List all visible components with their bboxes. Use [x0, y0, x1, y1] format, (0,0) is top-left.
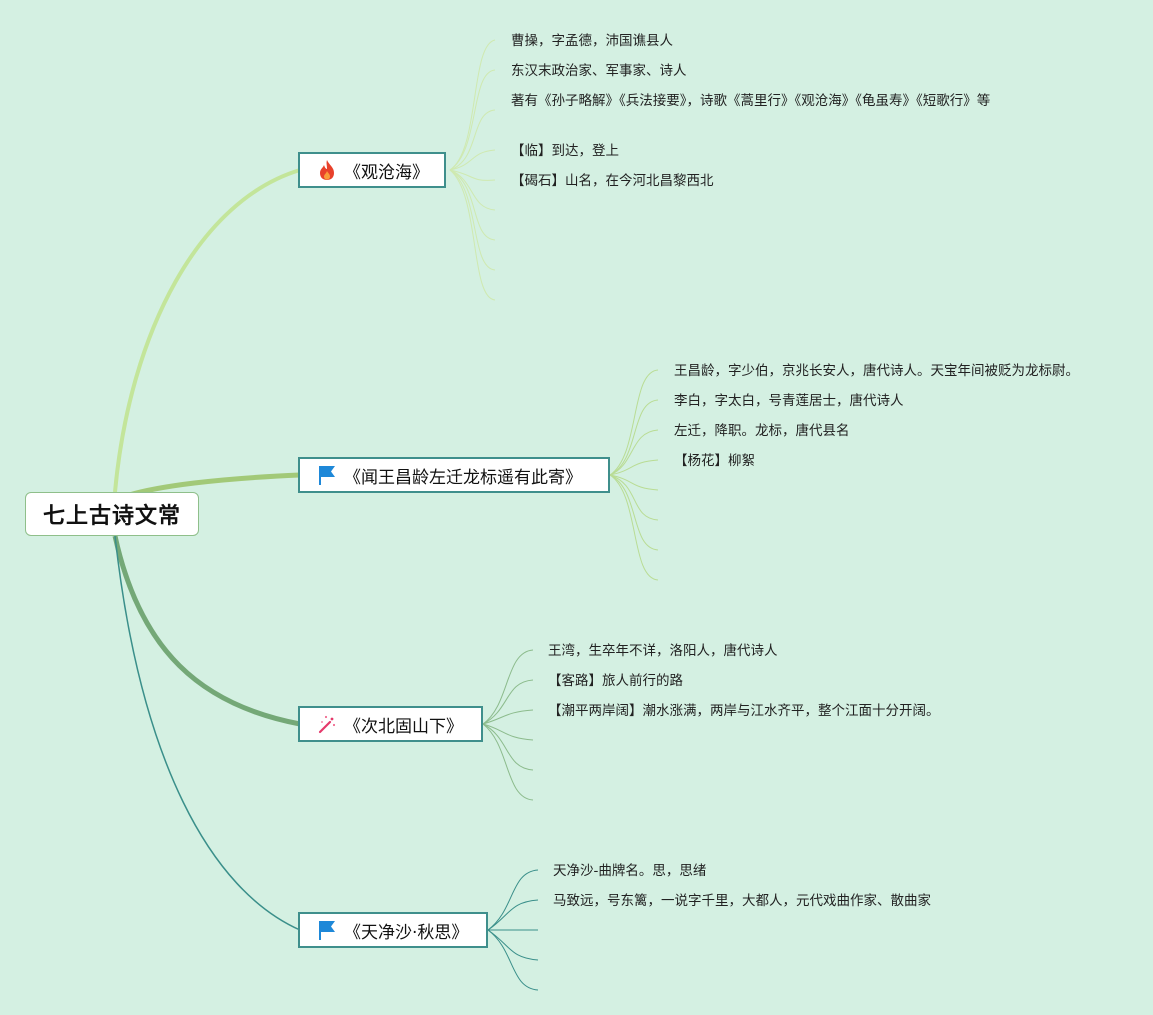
note-item[interactable]: 李白，字太白，号青莲居士，唐代诗人 [674, 393, 904, 409]
note-item[interactable]: 天净沙-曲牌名。思，思绪 [553, 863, 707, 879]
topic-title: 《次北固山下》 [344, 716, 463, 737]
note-item[interactable]: 曹操，字孟德，沛国谯县人 [511, 33, 673, 49]
note-item[interactable]: 东汉末政治家、军事家、诗人 [511, 63, 687, 79]
topic-tian-jing-sha[interactable]: 《天净沙·秋思》 [298, 912, 488, 948]
note-item[interactable]: 【杨花】柳絮 [674, 453, 755, 469]
topic-title: 《天净沙·秋思》 [344, 922, 469, 943]
magic-wand-icon [316, 713, 338, 735]
note-item[interactable]: 【潮平两岸阔】潮水涨满，两岸与江水齐平，整个江面十分开阔。 [548, 703, 940, 719]
note-item[interactable]: 左迁，降职。龙标，唐代县名 [674, 423, 850, 439]
note-item[interactable]: 【客路】旅人前行的路 [548, 673, 683, 689]
topic-title: 《闻王昌龄左迁龙标遥有此寄》 [344, 467, 582, 488]
flag-icon [316, 919, 338, 941]
note-item[interactable]: 【碣石】山名，在今河北昌黎西北 [511, 173, 714, 189]
flag-icon [316, 464, 338, 486]
topic-wen-wang-changling[interactable]: 《闻王昌龄左迁龙标遥有此寄》 [298, 457, 610, 493]
note-item[interactable]: 著有《孙子略解》《兵法接要》，诗歌《蒿里行》《观沧海》《龟虽寿》《短歌行》等 [511, 93, 991, 109]
topic-guan-cang-hai[interactable]: 《观沧海》 [298, 152, 446, 188]
central-topic[interactable]: 七上古诗文常 [25, 492, 199, 536]
note-item[interactable]: 马致远，号东篱，一说字千里，大都人，元代戏曲作家、散曲家 [553, 893, 931, 909]
note-item[interactable]: 王湾，生卒年不详，洛阳人，唐代诗人 [548, 643, 778, 659]
topic-ci-beigu-shan-xia[interactable]: 《次北固山下》 [298, 706, 483, 742]
note-item[interactable]: 【临】到达，登上 [511, 143, 619, 159]
note-item[interactable]: 王昌龄，字少伯，京兆长安人，唐代诗人。天宝年间被贬为龙标尉。 [674, 363, 1079, 379]
topic-title: 《观沧海》 [344, 162, 429, 183]
fire-icon [316, 159, 338, 181]
